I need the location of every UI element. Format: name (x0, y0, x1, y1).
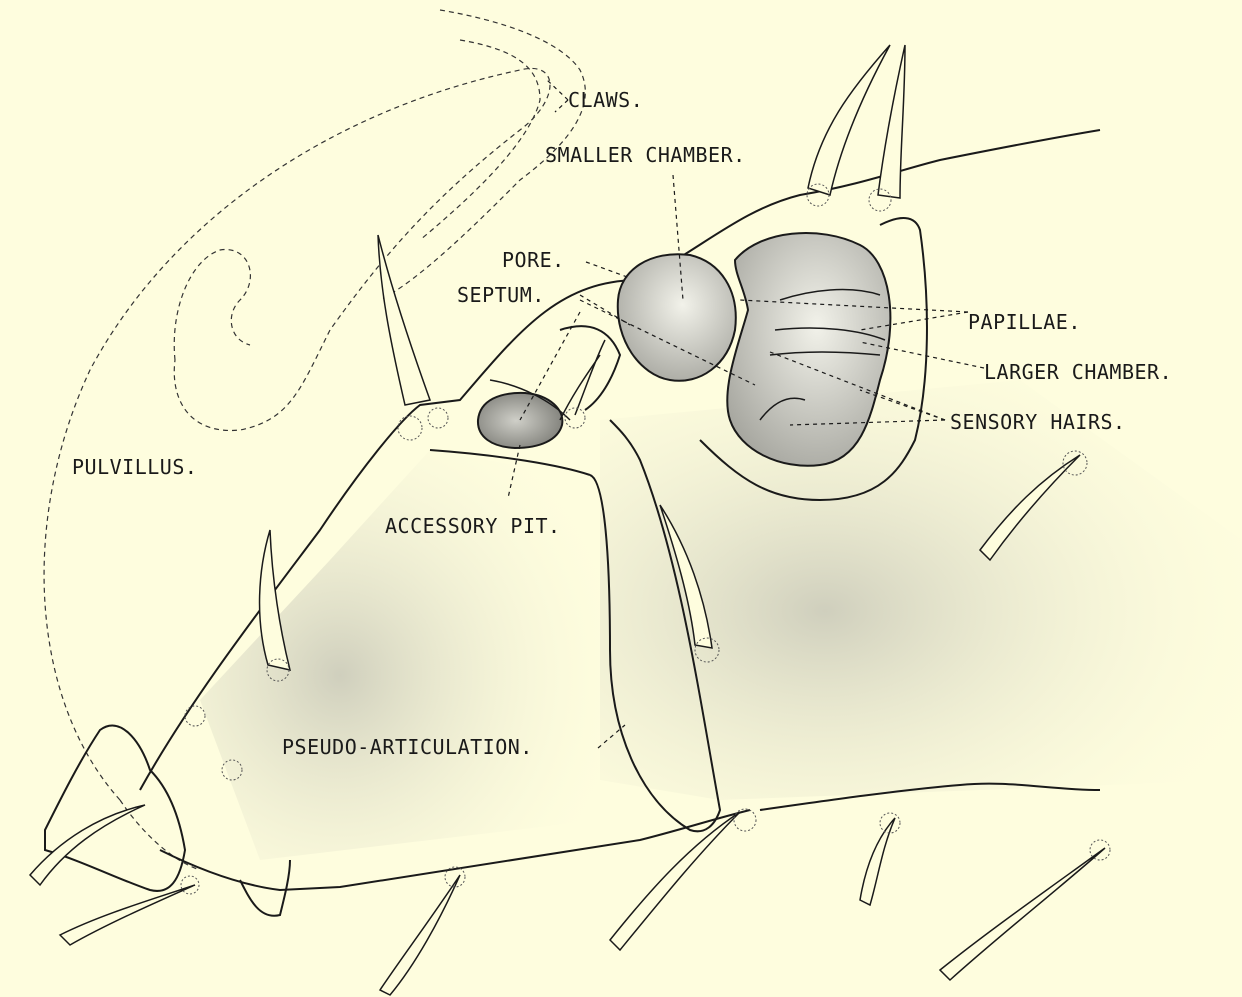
papillae-label: PAPILLAE. (968, 310, 1081, 334)
sensory-hairs-label: SENSORY HAIRS. (950, 410, 1126, 434)
septum (560, 326, 620, 410)
smaller-chamber-label: SMALLER CHAMBER. (545, 143, 746, 167)
pulvillus-label: PULVILLUS. (72, 455, 197, 479)
spine (940, 848, 1105, 980)
spine (878, 45, 905, 198)
spine (808, 45, 890, 195)
spine (378, 235, 430, 405)
larger-chamber-label: LARGER CHAMBER. (984, 360, 1172, 384)
pseudo-articulation-label: PSEUDO-ARTICULATION. (282, 735, 533, 759)
pore-label: PORE. (502, 248, 565, 272)
spine (860, 818, 895, 905)
claws-label: CLAWS. (568, 88, 643, 112)
segment-shading (200, 380, 1242, 860)
accessory-pit-label: ACCESSORY PIT. (385, 514, 561, 538)
smaller-chamber (618, 254, 736, 381)
accessory-pit (478, 393, 562, 448)
spine (30, 805, 145, 885)
spine (610, 812, 740, 950)
septum-label: SEPTUM. (457, 283, 545, 307)
spine (260, 530, 290, 670)
spine (380, 875, 460, 995)
spine (60, 885, 195, 945)
